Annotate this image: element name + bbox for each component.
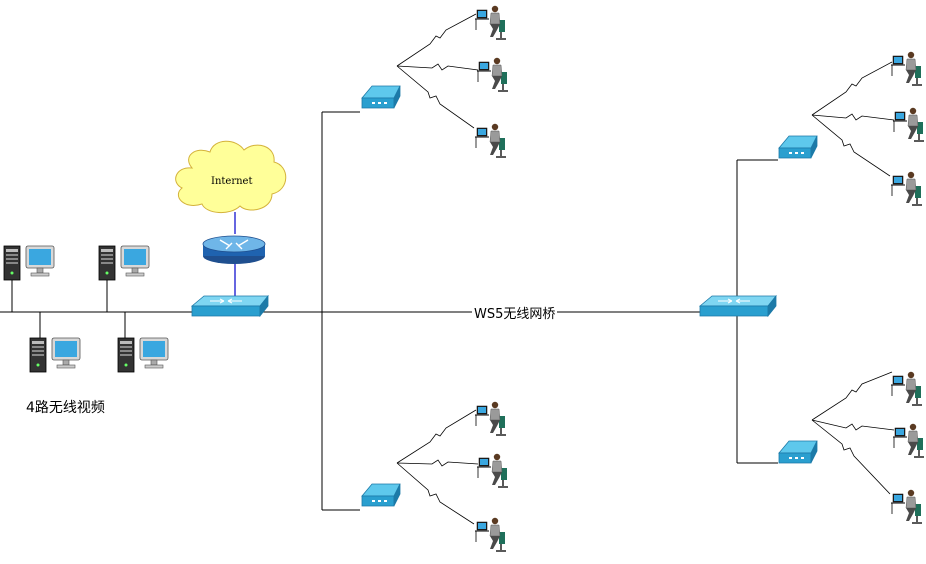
switch-icon: [191, 295, 269, 317]
wireless-video-label: 4路无线视频: [26, 400, 105, 416]
user-workstation-icon: [892, 107, 925, 142]
user-workstation-icon: [474, 401, 507, 436]
server-tower-icon: [3, 245, 21, 281]
wireless-bridge-label: WS5无线网桥: [472, 303, 558, 322]
wired-links: [0, 111, 778, 511]
user-group: [474, 5, 925, 552]
router-icon: [202, 235, 266, 264]
cloud-icon: [175, 140, 287, 213]
user-workstation-icon: [474, 5, 507, 40]
user-workstation-icon: [476, 57, 509, 92]
access-point-icon: [778, 440, 818, 464]
user-workstation-icon: [890, 51, 923, 86]
switch-icon: [699, 295, 777, 317]
internet-label: Internet: [211, 176, 253, 187]
video-server-group: [3, 245, 169, 373]
user-workstation-icon: [474, 517, 507, 552]
server-tower-icon: [98, 245, 116, 281]
monitor-icon: [120, 245, 150, 277]
server-tower-icon: [29, 337, 47, 373]
user-workstation-icon: [890, 371, 923, 406]
access-point-icon: [778, 135, 818, 159]
user-workstation-icon: [890, 171, 923, 206]
wireless-link-icon: [396, 13, 895, 525]
user-workstation-icon: [892, 423, 925, 458]
server-tower-icon: [117, 337, 135, 373]
user-workstation-icon: [890, 489, 923, 524]
monitor-icon: [51, 337, 81, 369]
access-point-icon: [361, 85, 401, 109]
access-point-icon: [361, 483, 401, 507]
monitor-icon: [25, 245, 55, 277]
monitor-icon: [139, 337, 169, 369]
user-workstation-icon: [474, 123, 507, 158]
user-workstation-icon: [476, 453, 509, 488]
